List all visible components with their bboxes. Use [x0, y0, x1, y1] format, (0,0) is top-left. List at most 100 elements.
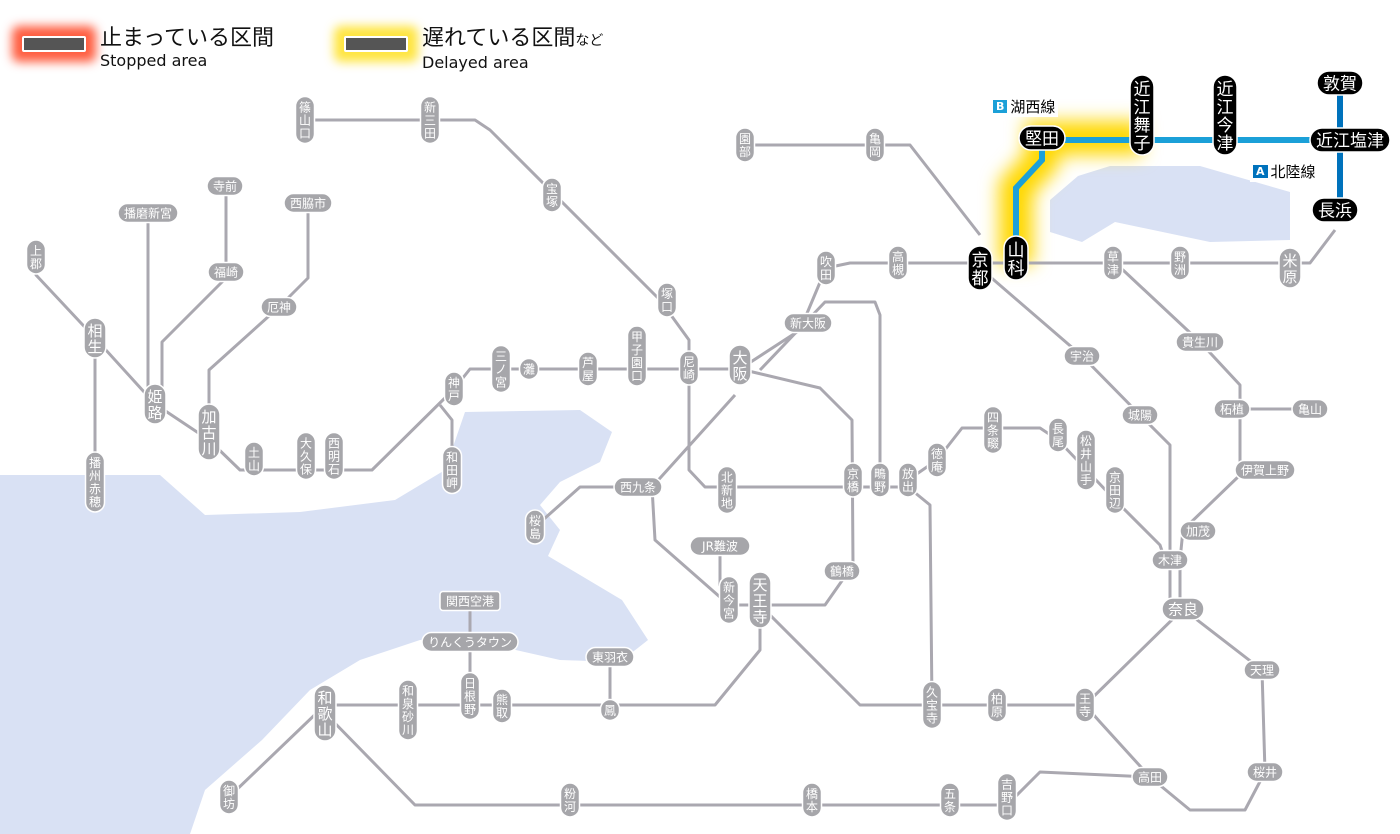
station-70[interactable]: 関西空港: [439, 590, 501, 612]
station-75[interactable]: 和歌山: [313, 684, 337, 742]
station-2[interactable]: 新三田: [419, 95, 441, 145]
station-58[interactable]: 大久保: [295, 431, 317, 481]
line-label-hokuriku[interactable]: A 北陸線: [1250, 161, 1319, 182]
station-62[interactable]: 西脇市: [283, 192, 333, 214]
station-83[interactable]: 園部: [734, 127, 756, 163]
station-7[interactable]: 新大阪: [783, 312, 833, 334]
station-47[interactable]: JR難波: [689, 535, 751, 557]
station-67[interactable]: 相生: [83, 317, 107, 359]
station-16[interactable]: 近江塩津: [1309, 127, 1391, 153]
station-79[interactable]: 五条: [939, 782, 961, 818]
station-32[interactable]: 高田: [1131, 766, 1169, 788]
station-11[interactable]: 山科: [1003, 235, 1029, 281]
station-64[interactable]: 福崎: [207, 261, 245, 283]
station-29[interactable]: 奈良: [1161, 597, 1205, 621]
station-23[interactable]: 貴生川: [1175, 331, 1225, 353]
station-54[interactable]: 三ノ宮: [490, 344, 512, 394]
station-81[interactable]: 鳳: [599, 698, 621, 722]
station-46[interactable]: 桜島: [524, 509, 546, 545]
station-28[interactable]: 木津: [1151, 549, 1189, 571]
station-37[interactable]: 鴫野: [869, 462, 891, 498]
station-36[interactable]: 放出: [897, 462, 919, 498]
station-51[interactable]: 甲子園口: [626, 325, 648, 387]
track-line: [305, 118, 691, 368]
station-49[interactable]: 天王寺: [748, 571, 772, 629]
station-21[interactable]: 宇治: [1063, 345, 1101, 367]
station-65[interactable]: 播磨新宮: [117, 202, 179, 224]
station-73[interactable]: 熊取: [491, 688, 513, 724]
station-56[interactable]: 和田岬: [441, 445, 463, 495]
station-38[interactable]: 京橋: [842, 462, 864, 498]
station-27[interactable]: 加茂: [1179, 520, 1217, 542]
station-61[interactable]: 厄神: [260, 296, 298, 318]
station-pill: [197, 403, 221, 461]
station-34[interactable]: 柏原: [986, 687, 1008, 723]
station-3[interactable]: 宝塚: [541, 177, 563, 213]
station-name: 相生: [87, 322, 102, 356]
station-43[interactable]: 京田辺: [1104, 465, 1126, 515]
station-19[interactable]: 野洲: [1169, 245, 1191, 281]
station-80[interactable]: 吉野口: [996, 772, 1018, 822]
station-84[interactable]: 亀岡: [864, 127, 886, 163]
station-8[interactable]: 吹田: [815, 250, 837, 286]
station-55[interactable]: 神戸: [443, 371, 465, 407]
station-42[interactable]: 松井山手: [1075, 429, 1097, 491]
station-30[interactable]: 天理: [1243, 659, 1281, 681]
station-pill: [1243, 659, 1281, 681]
station-20[interactable]: 草津: [1102, 245, 1124, 281]
station-26[interactable]: 伊賀上野: [1234, 459, 1296, 481]
station-41[interactable]: 長尾: [1047, 417, 1069, 453]
station-35[interactable]: 久宝寺: [921, 680, 943, 730]
station-69[interactable]: 播州赤穂: [84, 451, 106, 513]
station-39[interactable]: 徳庵: [926, 442, 948, 478]
station-82[interactable]: 東羽衣: [585, 646, 635, 668]
station-25[interactable]: 亀山: [1291, 398, 1329, 420]
station-pill: [117, 202, 179, 224]
station-9[interactable]: 高槻: [887, 245, 909, 281]
station-33[interactable]: 王寺: [1074, 687, 1096, 723]
station-50[interactable]: 鶴橋: [823, 560, 861, 582]
station-4[interactable]: 塚口: [656, 282, 678, 318]
station-18[interactable]: 米原: [1278, 247, 1302, 289]
station-6[interactable]: 大阪: [728, 344, 752, 386]
station-52[interactable]: 芦屋: [577, 351, 599, 387]
station-63[interactable]: 寺前: [206, 175, 244, 197]
station-name: 尼崎: [683, 355, 695, 382]
station-pill: [419, 95, 441, 145]
station-12[interactable]: 堅田: [1018, 125, 1066, 151]
station-name: 京田辺: [1109, 471, 1121, 511]
station-40[interactable]: 四条畷: [982, 405, 1004, 455]
station-15[interactable]: 敦賀: [1316, 70, 1364, 96]
station-17[interactable]: 長浜: [1311, 197, 1359, 223]
station-60[interactable]: 加古川: [197, 403, 221, 461]
station-31[interactable]: 桜井: [1246, 761, 1284, 783]
station-name: 天王寺: [752, 576, 767, 626]
station-66[interactable]: 姫路: [143, 383, 167, 425]
line-label-kosei[interactable]: B 湖西線: [990, 96, 1059, 117]
station-name: 神戸: [448, 376, 460, 403]
station-77[interactable]: 粉河: [559, 782, 581, 818]
station-57[interactable]: 西明石: [323, 431, 345, 481]
station-45[interactable]: 西九条: [613, 476, 663, 498]
station-71[interactable]: りんくうタウン: [421, 631, 519, 653]
station-10[interactable]: 京都: [967, 245, 993, 291]
station-78[interactable]: 橋本: [801, 782, 823, 818]
station-44[interactable]: 北新地: [716, 465, 738, 515]
water-area: [0, 410, 648, 834]
station-24[interactable]: 柘植: [1213, 398, 1251, 420]
station-14[interactable]: 近江今津: [1212, 74, 1238, 156]
station-74[interactable]: 和泉砂川: [397, 679, 419, 741]
station-5[interactable]: 尼崎: [678, 350, 700, 386]
stopped-swatch: [22, 36, 86, 52]
station-1[interactable]: 篠山口: [294, 95, 316, 145]
station-pill: [1316, 70, 1364, 96]
station-22[interactable]: 城陽: [1121, 404, 1159, 426]
station-72[interactable]: 日根野: [459, 671, 481, 721]
station-59[interactable]: 土山: [243, 441, 265, 477]
track-line: [907, 485, 934, 706]
station-48[interactable]: 新今宮: [718, 575, 740, 625]
station-13[interactable]: 近江舞子: [1129, 74, 1155, 156]
station-53[interactable]: 灘: [518, 357, 540, 381]
station-68[interactable]: 上郡: [25, 239, 47, 275]
station-76[interactable]: 御坊: [218, 779, 240, 815]
